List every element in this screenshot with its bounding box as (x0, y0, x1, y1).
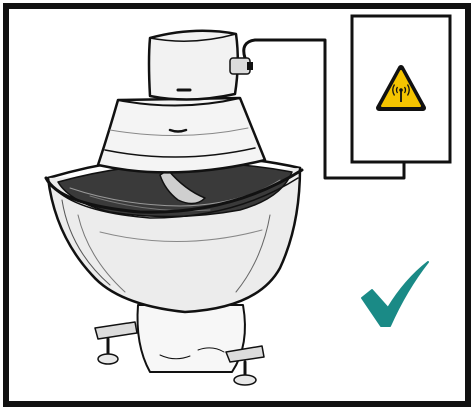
mixer-base (138, 305, 245, 372)
sensor-connector (230, 58, 253, 74)
warning-panel (352, 16, 450, 162)
